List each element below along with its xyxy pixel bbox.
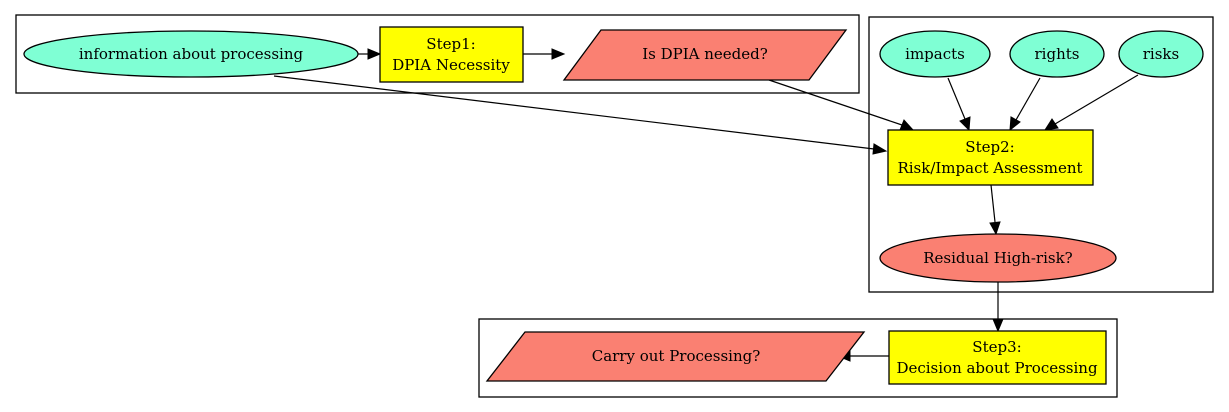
node-impacts: impacts [879,30,991,78]
arrowhead-info-to-step1 [367,48,382,60]
edge-info-to-step2 [273,75,875,150]
node-step1: Step1: DPIA Necessity [379,26,524,83]
node-rights-shape [1009,30,1105,78]
arrowhead-residual-to-step3 [992,318,1004,333]
node-carry-out-processing-label: Carry out Processing? [592,347,761,365]
arrowhead-step2-to-residual [989,221,1001,236]
node-risks: risks [1118,30,1204,78]
node-risks-label: risks [1143,45,1179,63]
node-step3-shape [888,330,1107,385]
node-residual-high-risk: Residual High-risk? [879,233,1117,283]
node-information-about-processing-label: information about processing [79,45,304,63]
node-carry-out-processing-shape [485,331,866,382]
node-residual-high-risk-label: Residual High-risk? [923,249,1072,267]
node-step1-label-line2: DPIA Necessity [392,56,510,74]
node-risks-shape [1118,30,1204,78]
node-step2: Step2: Risk/Impact Assessment [887,129,1094,186]
arrowhead-risks-to-step2 [1043,118,1059,131]
node-is-dpia-needed: Is DPIA needed? [562,29,848,81]
node-step1-label-line1: Step1: [426,35,475,53]
arrowhead-info-to-step2 [872,143,888,155]
node-residual-high-risk-shape [879,233,1117,283]
node-step1-shape [379,26,524,83]
arrowhead-step1-to-dpia-needed [551,48,566,60]
node-step2-label-line1: Step2: [965,138,1014,156]
cluster-step1 [15,14,860,94]
node-information-about-processing: information about processing [23,30,359,78]
arrowhead-dpia-needed-to-step2 [899,119,915,131]
arrowhead-rights-to-step2 [1009,116,1021,132]
node-impacts-shape [879,30,991,78]
edge-step2-to-residual [990,184,996,223]
node-impacts-label: impacts [905,45,965,63]
node-step3: Step3: Decision about Processing [888,330,1107,385]
cluster-step2 [868,16,1214,293]
node-information-about-processing-shape [23,30,359,78]
node-step2-label-line2: Risk/Impact Assessment [897,159,1082,177]
cluster-step3 [478,318,1118,398]
edges [273,48,1139,362]
node-is-dpia-needed-label: Is DPIA needed? [642,45,768,63]
edge-impacts-to-step2 [947,77,966,120]
node-rights: rights [1009,30,1105,78]
node-carry-out-processing: Carry out Processing? [485,331,866,382]
node-is-dpia-needed-shape [562,29,848,81]
node-step2-shape [887,129,1094,186]
node-rights-label: rights [1035,45,1080,63]
edge-rights-to-step2 [1015,77,1041,121]
edge-risks-to-step2 [1054,74,1139,125]
node-step3-label-line2: Decision about Processing [896,359,1098,377]
node-step3-label-line1: Step3: [972,338,1021,356]
arrowhead-impacts-to-step2 [959,116,971,132]
edge-dpia-needed-to-step2 [768,79,903,126]
